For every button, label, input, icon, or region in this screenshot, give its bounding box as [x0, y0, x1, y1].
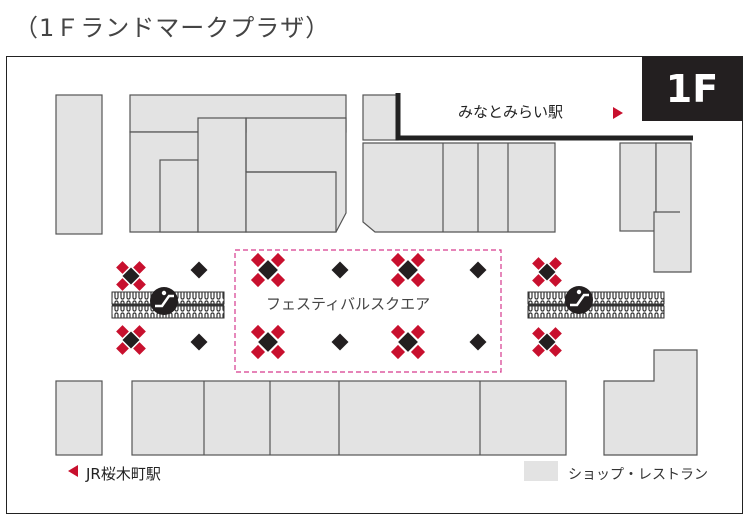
station-jr-label[interactable]: JR桜木町駅 [86, 465, 161, 483]
station-minatomirai-label[interactable]: みなとみらい駅 [458, 103, 564, 121]
page-title: （1Ｆランドマークプラザ） [14, 14, 331, 42]
arrow-left-icon [68, 465, 78, 477]
floor-badge: 1F [642, 57, 742, 121]
legend-swatch [524, 461, 558, 481]
plaza-label: フェスティバルスクエア [266, 295, 431, 313]
shop-blocks-top-left [55, 94, 347, 235]
escalator-icon [150, 287, 178, 315]
legend-label: ショップ・レストラン [568, 467, 708, 483]
shop-blocks-top-right [362, 94, 692, 273]
escalator-right [527, 291, 665, 319]
pillar-markers [190, 261, 487, 351]
floor-map-frame [6, 56, 743, 514]
escalator-icon [565, 286, 593, 314]
station-passage-wall [395, 93, 693, 141]
arrow-right-icon [613, 107, 623, 119]
shop-blocks-bottom [55, 349, 698, 456]
festival-square-area [234, 249, 502, 373]
